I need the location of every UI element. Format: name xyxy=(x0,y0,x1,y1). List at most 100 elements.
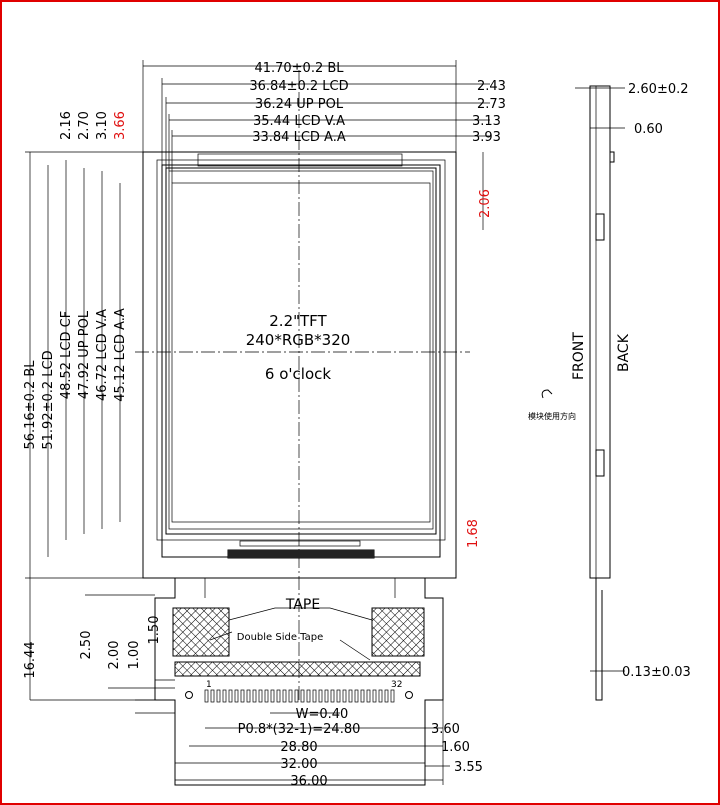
aa-outline xyxy=(171,182,431,523)
fpc-pin xyxy=(348,689,353,703)
dim-va-height: 46.72 LCD V.A xyxy=(95,309,110,401)
dim-side-thickness: 2.60±0.2 xyxy=(628,82,689,97)
fpc-pin xyxy=(246,689,251,703)
side-body xyxy=(589,85,611,579)
dst-leader xyxy=(209,631,371,661)
fpc-pin xyxy=(324,689,329,703)
dim-pin-width: W=0.40 xyxy=(296,707,349,722)
side-clip-top xyxy=(595,213,605,241)
fpc-pin xyxy=(342,689,347,703)
fpc-pin xyxy=(216,689,221,703)
dim-fpc-1-50: 1.50 xyxy=(147,616,162,645)
fpc-pin xyxy=(318,689,323,703)
pin-1-label: 1 xyxy=(206,680,212,690)
back-label: BACK xyxy=(616,333,632,372)
dim-fpc-16-44: 16.44 xyxy=(23,641,38,678)
pin-32-label: 32 xyxy=(391,680,402,690)
tape-label: TAPE xyxy=(285,597,320,613)
tape-left-cross xyxy=(173,608,229,656)
left-dim-lines xyxy=(25,151,175,714)
dim-left-small-1: 2.16 xyxy=(59,111,74,140)
dim-fpc-1-00: 1.00 xyxy=(127,641,142,670)
ic-pad xyxy=(239,540,361,547)
dim-36-00: 36.00 xyxy=(290,774,327,789)
dim-1-60: 1.60 xyxy=(441,740,470,755)
hole-left xyxy=(185,691,193,699)
dim-side-fpc-thickness: 0.13±0.03 xyxy=(622,665,691,680)
tape-right-cross xyxy=(372,608,424,656)
dim-pin-pitch: P0.8*(32-1)=24.80 xyxy=(238,722,361,737)
dim-red-3-66: 3.66 xyxy=(113,111,128,140)
dim-32-00: 32.00 xyxy=(280,757,317,772)
direction-arrow-icon xyxy=(541,389,553,399)
resolution-label: 240*RGB*320 xyxy=(246,331,351,349)
fpc-pin xyxy=(264,689,269,703)
lcd-outline xyxy=(161,164,441,558)
dim-right-1: 2.43 xyxy=(477,79,506,94)
lcd-cf-outline xyxy=(156,159,446,541)
dim-cf-height: 48.52 LCD CF xyxy=(59,311,74,399)
front-label: FRONT xyxy=(571,332,587,380)
top-dim-lines xyxy=(142,60,490,230)
fpc-pin xyxy=(240,689,245,703)
direction-note: 模块使用方向 xyxy=(528,411,576,421)
fpc-pin xyxy=(294,689,299,703)
fpc-pin xyxy=(252,689,257,703)
fpc-pin xyxy=(234,689,239,703)
dim-right-4: 3.93 xyxy=(472,130,501,145)
fpc-pin xyxy=(378,689,383,703)
up-pol-outline xyxy=(165,167,437,535)
dim-side-0-60: 0.60 xyxy=(634,122,663,137)
tape-leader xyxy=(228,607,373,621)
fpc-pin xyxy=(210,689,215,703)
dim-va-width: 35.44 LCD V.A xyxy=(253,114,345,129)
fpc-outline xyxy=(154,578,444,786)
fpc-pin xyxy=(336,689,341,703)
dim-fpc-2-00: 2.00 xyxy=(107,641,122,670)
dim-left-small-2: 2.70 xyxy=(77,111,92,140)
dim-bl-height: 56.16±0.2 BL xyxy=(23,360,38,450)
double-side-tape-label: Double Side Tape xyxy=(237,632,324,643)
fpc-pins xyxy=(204,689,395,703)
fpc-neck xyxy=(204,578,396,598)
fpc-pin xyxy=(330,689,335,703)
fpc-pin xyxy=(306,689,311,703)
fpc-pin xyxy=(366,689,371,703)
dim-lcd-width: 36.84±0.2 LCD xyxy=(249,79,348,94)
dim-lcd-height: 51.92±0.2 LCD xyxy=(41,350,56,449)
fpc-pin xyxy=(390,689,395,703)
dim-red-2-06: 2.06 xyxy=(478,189,493,218)
fpc-pin xyxy=(228,689,233,703)
fpc-pin xyxy=(282,689,287,703)
fpc-pin xyxy=(288,689,293,703)
fpc-pin xyxy=(312,689,317,703)
dim-pol-height: 47.92 UP POL xyxy=(77,310,92,399)
fpc-pin xyxy=(354,689,359,703)
dim-aa-height: 45.12 LCD A.A xyxy=(113,308,128,402)
dim-right-2: 2.73 xyxy=(477,97,506,112)
side-view xyxy=(575,85,625,701)
va-outline xyxy=(168,170,434,530)
viewing-direction-label: 6 o'clock xyxy=(265,365,331,383)
dim-28-80: 28.80 xyxy=(280,740,317,755)
dim-3-55: 3.55 xyxy=(454,760,483,775)
dim-bl-width: 41.70±0.2 BL xyxy=(254,61,344,76)
fpc-pin xyxy=(222,689,227,703)
fpc-pin xyxy=(384,689,389,703)
side-clip-bottom xyxy=(595,449,605,477)
fpc-pin xyxy=(204,689,209,703)
backlight-outline xyxy=(142,151,457,579)
dim-pol-width: 36.24 UP POL xyxy=(255,97,344,112)
dim-fpc-2-50: 2.50 xyxy=(79,631,94,660)
fpc-pin xyxy=(300,689,305,703)
dim-red-1-68: 1.68 xyxy=(466,519,481,548)
top-tab xyxy=(197,153,403,167)
dim-aa-width: 33.84 LCD A.A xyxy=(252,130,346,145)
dim-3-60: 3.60 xyxy=(431,722,460,737)
fpc-pin xyxy=(360,689,365,703)
fpc-pin xyxy=(270,689,275,703)
panel-size-label: 2.2"TFT xyxy=(269,312,327,330)
hole-right xyxy=(405,691,413,699)
